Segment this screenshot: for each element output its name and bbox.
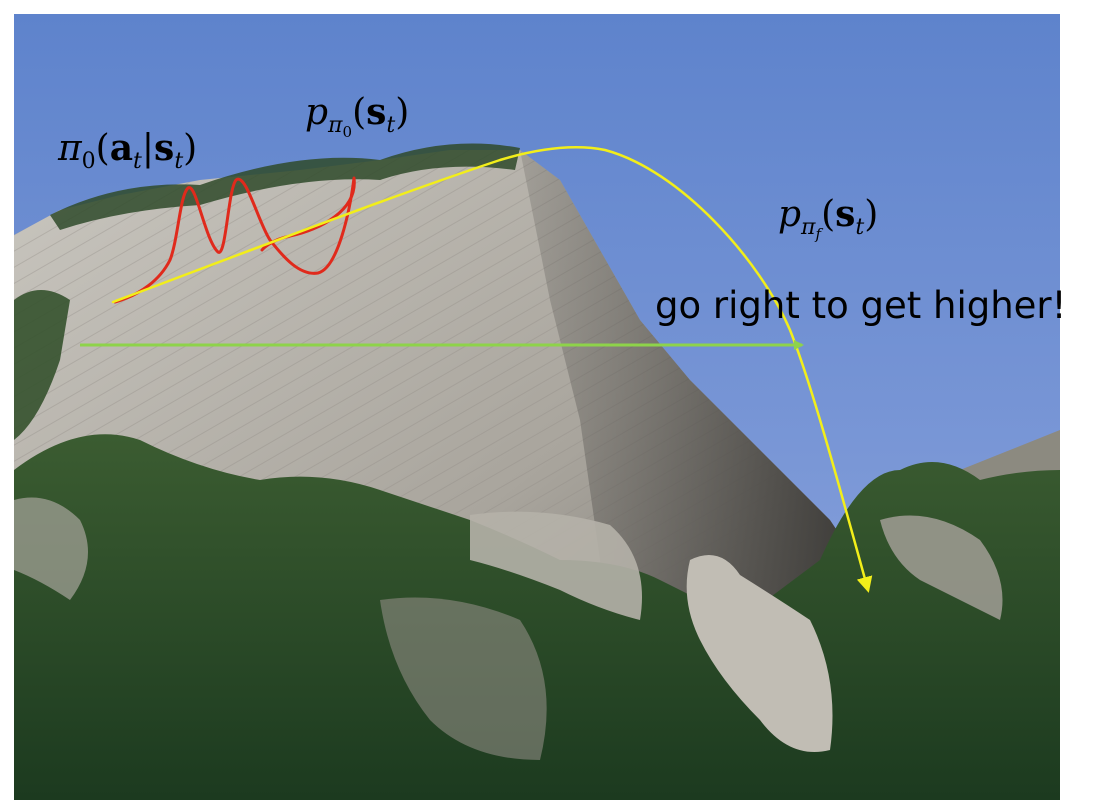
scree-slope — [380, 597, 547, 760]
initial-state-distribution-label: pπ0(st) — [305, 91, 409, 141]
lower-ledge — [470, 511, 642, 620]
left-trees — [14, 290, 70, 440]
state-distribution-trajectory — [111, 146, 873, 593]
left-outcrop — [14, 497, 88, 600]
policy-distribution-curve — [113, 176, 356, 304]
go-right-caption: go right to get higher! — [655, 284, 1066, 327]
ridge-trees — [50, 143, 520, 230]
final-state-distribution-label: pπf(st) — [778, 193, 878, 243]
initial-policy-label: π0(at|st) — [57, 127, 197, 174]
right-outcrop — [880, 515, 1003, 620]
mountain-photo — [14, 14, 1060, 800]
rock-pinnacle — [686, 555, 833, 752]
